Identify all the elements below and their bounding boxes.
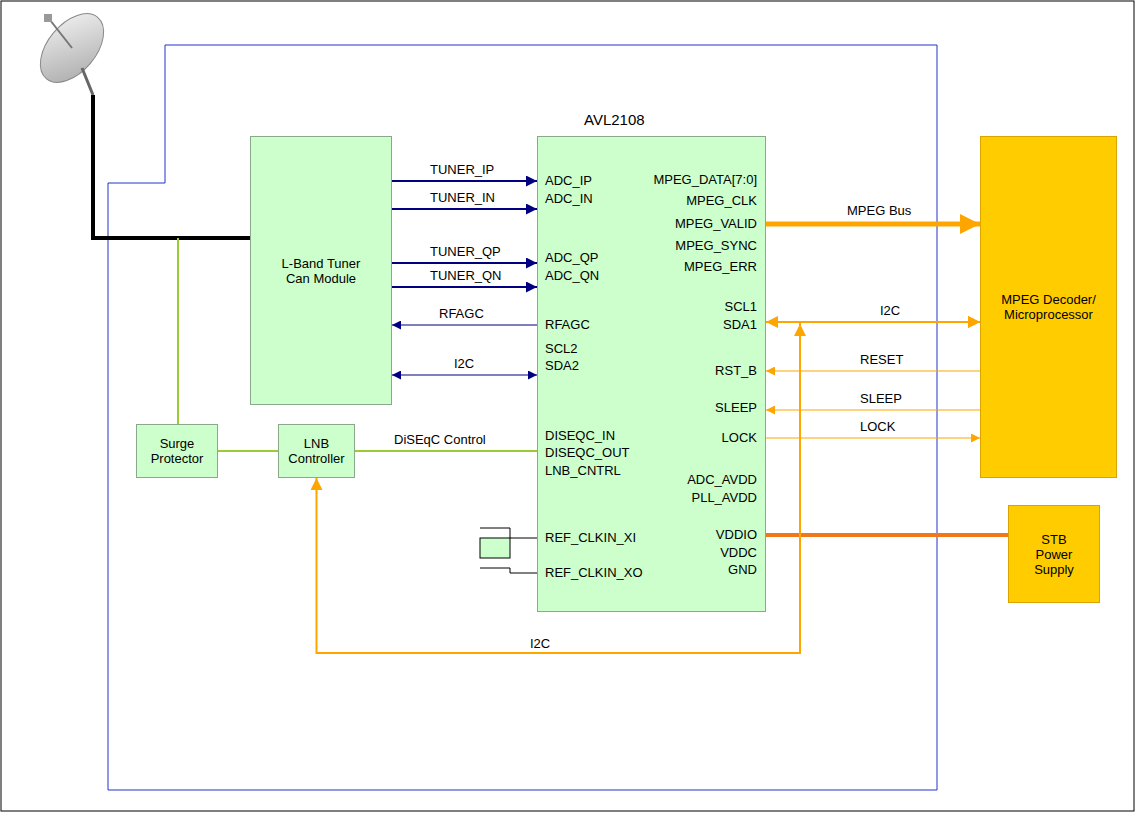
box-label: LNB Controller — [287, 436, 347, 466]
signal-label: TUNER_QP — [428, 244, 503, 259]
surge-protector-box: Surge Protector — [136, 424, 218, 478]
pin-name: MPEG_CLK — [686, 193, 757, 208]
pin-name: RFAGC — [545, 317, 590, 332]
pin-name: VDDC — [720, 545, 757, 560]
pin-name: LOCK — [722, 430, 757, 445]
signal-connector — [392, 374, 537, 375]
pin-name: SCL1 — [724, 299, 757, 314]
signal-label: I2C — [452, 356, 476, 371]
pin-name: MPEG_ERR — [684, 259, 757, 274]
signal-label: DiSEqC Control — [392, 432, 488, 447]
pin-name: ADC_QN — [545, 268, 599, 283]
signal-connector — [392, 324, 537, 325]
signal-connector — [218, 450, 278, 452]
pin-name: REF_CLKIN_XO — [545, 565, 643, 580]
pin-name: SDA2 — [545, 358, 579, 373]
pin-name: ADC_IN — [545, 191, 593, 206]
pin-name: SDA1 — [723, 317, 757, 332]
pin-name: ADC_QP — [545, 250, 598, 265]
signal-connector — [766, 533, 1008, 537]
crystal-symbol — [480, 528, 537, 573]
pin-name: GND — [728, 562, 757, 577]
pin-name: ADC_AVDD — [687, 472, 757, 487]
signal-connector — [392, 180, 537, 182]
signal-connector — [392, 262, 537, 264]
signal-label: SLEEP — [858, 391, 904, 406]
pin-name: ADC_IP — [545, 173, 592, 188]
pin-name: SCL2 — [545, 341, 578, 356]
signal-label: TUNER_IP — [428, 162, 496, 177]
pin-name: MPEG_SYNC — [675, 238, 757, 253]
signal-connector — [766, 438, 980, 439]
antenna-cable — [93, 95, 250, 238]
signal-label: TUNER_QN — [428, 268, 504, 283]
pin-name: RST_B — [715, 363, 757, 378]
board-outline — [108, 45, 937, 790]
signal-connector — [766, 222, 980, 227]
decoder-box: MPEG Decoder/ Microprocessor — [980, 136, 1117, 478]
surge-tap-wire — [177, 238, 179, 424]
box-label: MPEG Decoder/ Microprocessor — [994, 292, 1104, 322]
pin-name: DISEQC_OUT — [545, 445, 630, 460]
signal-connector — [392, 286, 537, 288]
tuner-module: L-Band Tuner Can Module — [250, 136, 392, 405]
lnb-controller-box: LNB Controller — [278, 424, 355, 478]
signal-connector — [766, 370, 980, 371]
pin-name: PLL_AVDD — [691, 490, 757, 505]
pin-name: LNB_CNTRL — [545, 463, 621, 478]
pin-name: SLEEP — [715, 400, 757, 415]
signal-label: I2C — [528, 636, 552, 651]
signal-connector — [766, 409, 980, 410]
signal-label: I2C — [878, 303, 902, 318]
pin-name: MPEG_VALID — [675, 216, 757, 231]
signal-label: TUNER_IN — [428, 190, 497, 205]
signal-connector — [392, 208, 537, 210]
pin-name: REF_CLKIN_XI — [545, 530, 636, 545]
signal-connector — [355, 450, 537, 452]
signal-label: RFAGC — [437, 306, 486, 321]
signal-label: RESET — [858, 352, 905, 367]
signal-label: MPEG Bus — [845, 203, 913, 218]
box-label: Surge Protector — [146, 436, 208, 466]
pin-name: MPEG_DATA[7:0] — [653, 172, 757, 187]
pin-name: VDDIO — [716, 527, 757, 542]
chip-title: AVL2108 — [584, 112, 645, 127]
box-label: L-Band Tuner Can Module — [275, 256, 367, 286]
satellite-dish — [28, 2, 116, 95]
pin-name: DISEQC_IN — [545, 428, 615, 443]
box-label: STB Power Supply — [1028, 532, 1080, 577]
power-supply-box: STB Power Supply — [1008, 505, 1100, 603]
signal-label: LOCK — [858, 419, 897, 434]
